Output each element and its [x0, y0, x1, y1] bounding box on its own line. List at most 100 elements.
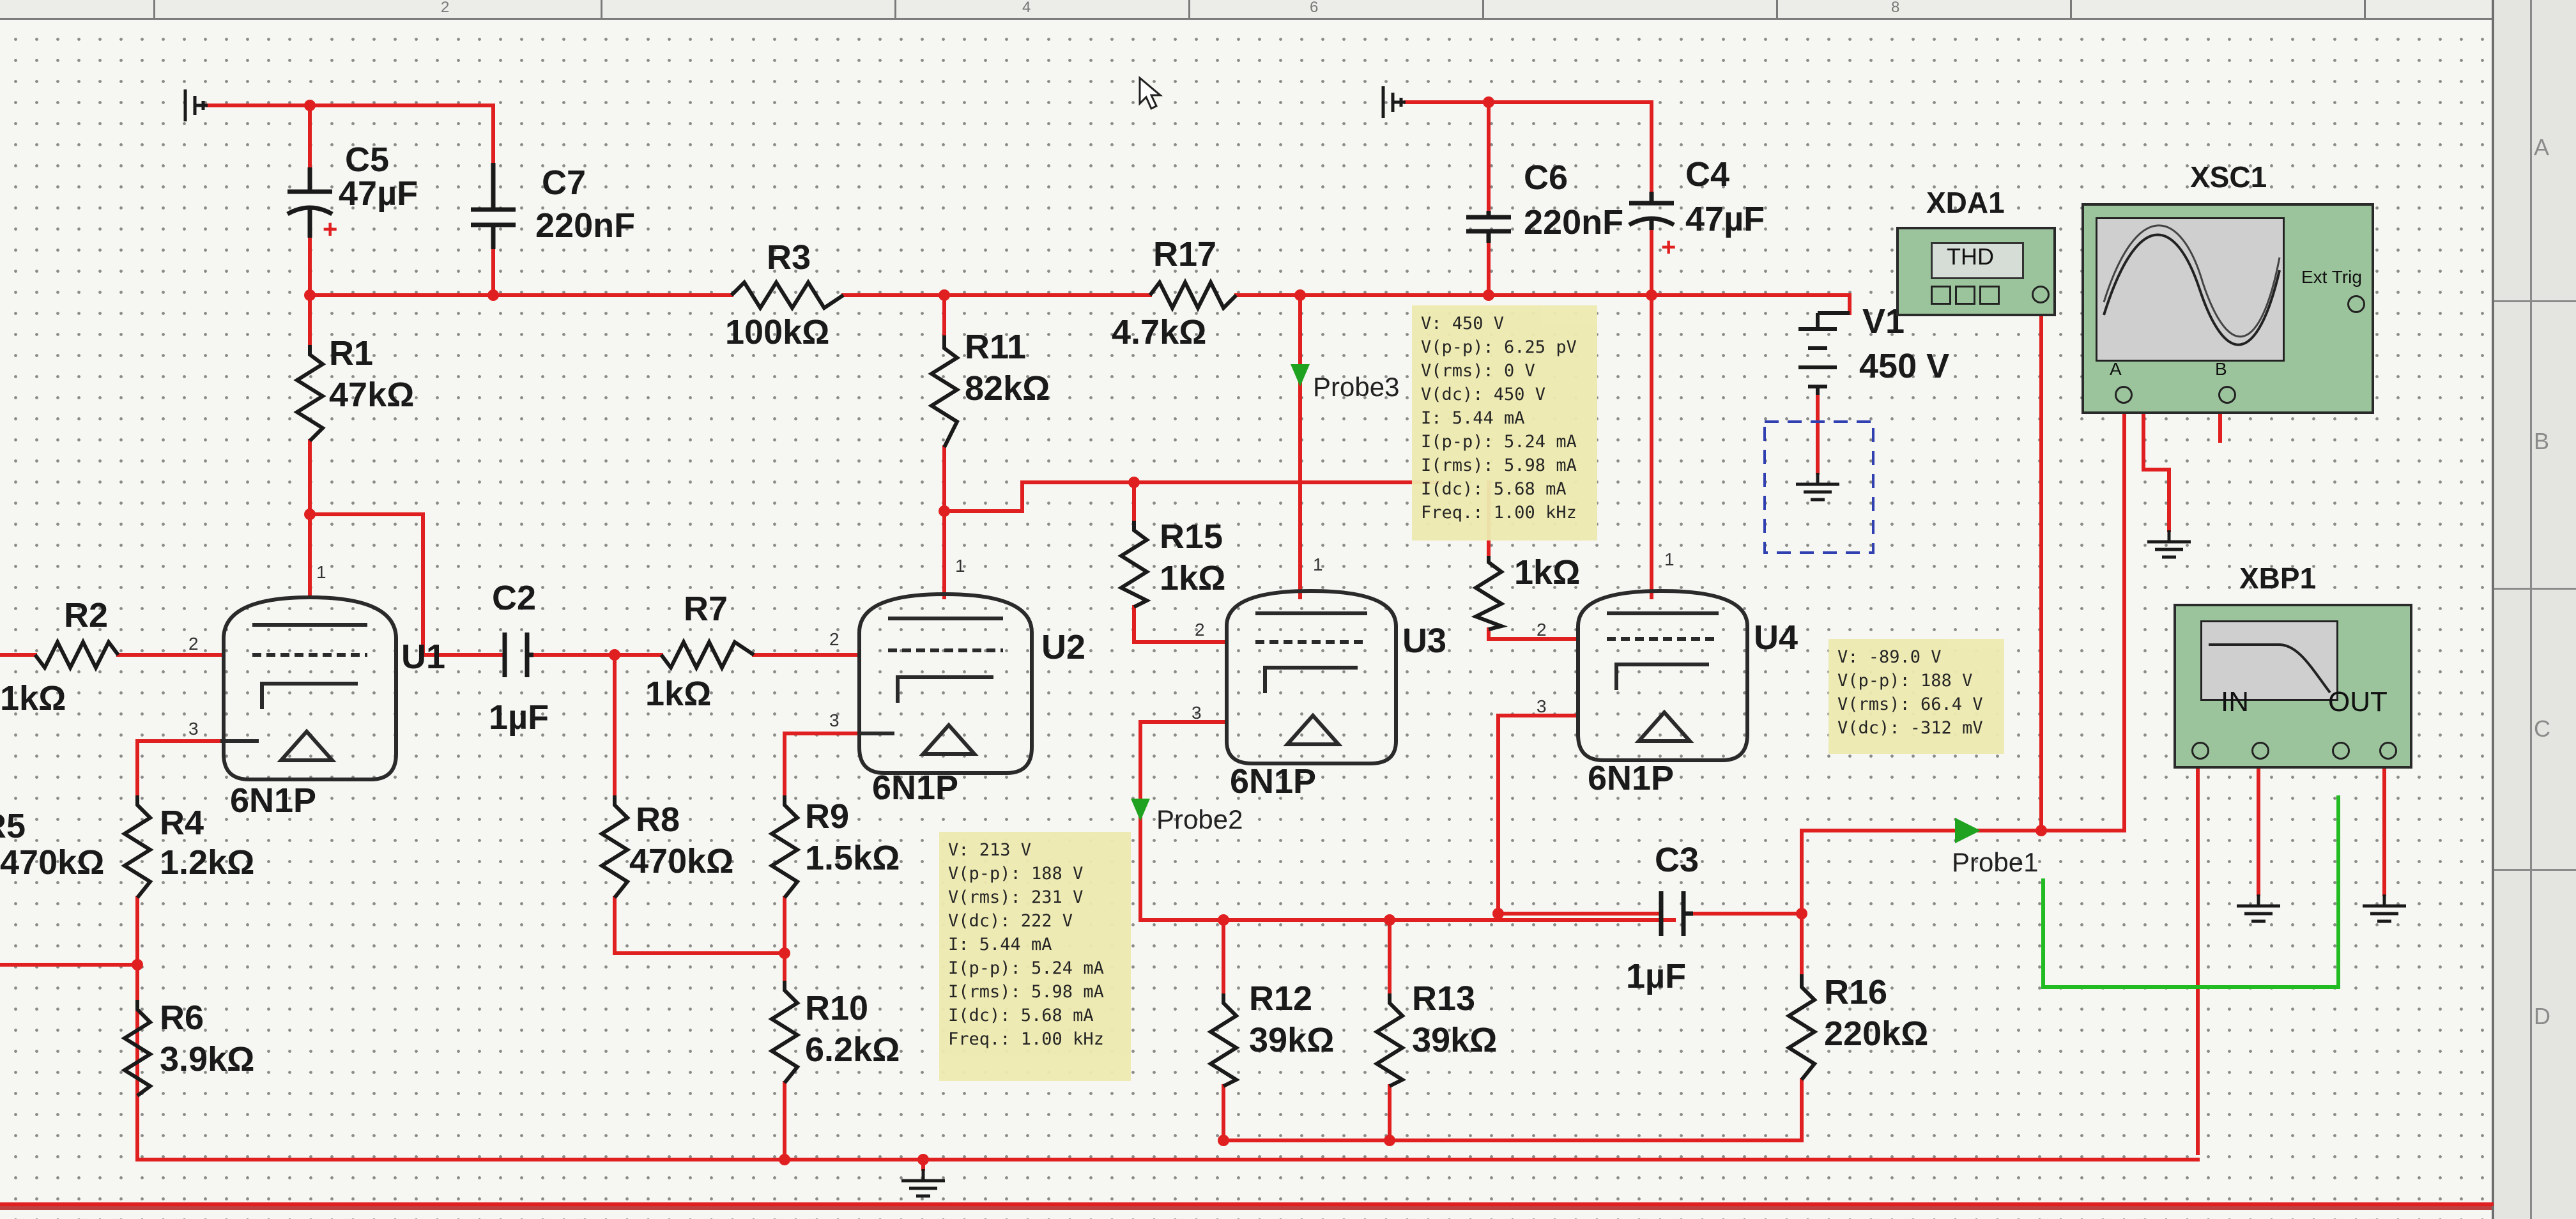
r3-ref: R3 [767, 238, 811, 277]
c5-value: 47µF [339, 174, 418, 213]
ground-xbp1-in [2237, 894, 2280, 921]
probe2-marker [1131, 799, 1150, 821]
r15-value: 1kΩ [1160, 559, 1226, 597]
r9-value: 1.5kΩ [805, 839, 900, 877]
r9-symbol [768, 795, 801, 899]
u3-type: 6N1P [1230, 762, 1317, 801]
ground-xbp1-out [2363, 894, 2406, 921]
row-letter: D [2534, 1003, 2550, 1029]
xsc1-waveform [2103, 224, 2281, 346]
v1-battery-symbol [1798, 311, 1850, 395]
c4-value: 47µF [1685, 200, 1765, 238]
u1-tube [220, 595, 398, 781]
xsc1-oscilloscope[interactable]: Ext Trig A B [2082, 203, 2374, 414]
r5-ref: R5 [0, 808, 26, 844]
xda1-key[interactable] [1979, 286, 2000, 305]
readout-line: Freq.: 1.00 kHz [1421, 503, 1577, 523]
xda1-key[interactable] [1931, 286, 1951, 305]
probe3-readout: V: 450 V V(p-p): 6.25 pV V(rms): 0 V V(d… [1412, 305, 1597, 540]
xda1-distortion-analyzer[interactable]: THD [1896, 227, 2056, 316]
probe2-label[interactable]: Probe2 [1156, 804, 1243, 834]
r12-value: 39kΩ [1249, 1021, 1335, 1059]
probe3-label[interactable]: Probe3 [1313, 372, 1400, 402]
ground-v1 [1796, 473, 1839, 500]
r4-symbol [121, 795, 154, 899]
ground-top-left [183, 89, 208, 121]
ground-xsc1 [2147, 530, 2191, 557]
xbp1-in-minus-terminal[interactable] [2251, 742, 2269, 760]
r12-ref: R12 [1249, 979, 1313, 1018]
resistors [33, 278, 1818, 1098]
r15-ref: R15 [1160, 518, 1223, 556]
junctions [132, 96, 2047, 1165]
xbp1-bode-plotter[interactable]: IN OUT [2174, 604, 2412, 769]
readout-line: V(rms): 231 V [948, 887, 1084, 907]
probe2-readout: V: 213 V V(p-p): 188 V V(rms): 231 V V(d… [939, 832, 1131, 1081]
r4-value: 1.2kΩ [160, 843, 255, 882]
r2-value: 1kΩ [0, 679, 66, 717]
c3-value: 1µF [1626, 957, 1687, 995]
xbp1-out-plus-terminal[interactable] [2332, 742, 2350, 760]
pin-number: 1 [1664, 549, 1675, 569]
xbp1-in-label: IN [2221, 686, 2249, 717]
r3-value: 100kΩ [725, 313, 830, 351]
r16-symbol [1785, 974, 1818, 1081]
xda1-key[interactable] [1955, 286, 1975, 305]
r11-value: 82kΩ [965, 369, 1050, 408]
readout-line: V(p-p): 6.25 pV [1421, 337, 1577, 357]
readout-line: V: 450 V [1421, 314, 1505, 334]
top-ruler: 2 4 6 8 [0, 0, 2492, 20]
xsc1-channel-b-terminal[interactable] [2218, 386, 2236, 404]
pin-number: 3 [188, 719, 199, 739]
c6-ref: C6 [1524, 158, 1568, 197]
xbp1-out-label: OUT [2328, 686, 2388, 717]
ground-top-mid [1381, 86, 1406, 118]
r11-symbol [928, 335, 961, 448]
sheet-border [0, 1206, 2492, 1210]
u2-type: 6N1P [872, 769, 959, 807]
r5-value: 470kΩ [0, 843, 105, 882]
u4-ref: U4 [1754, 618, 1798, 657]
r17-value: 4.7kΩ [1112, 313, 1207, 351]
xsc1-channel-a-label: A [2110, 359, 2122, 379]
r6-symbol [121, 1000, 154, 1098]
r4-ref: R4 [160, 804, 204, 842]
r7-value: 1kΩ [645, 675, 712, 713]
pin-number: 1 [955, 556, 965, 576]
u1-ref: U1 [401, 638, 446, 676]
xsc1-ext-trig-terminal[interactable] [2347, 295, 2365, 313]
probe1-label[interactable]: Probe1 [1952, 847, 2039, 877]
xbp1-in-plus-terminal[interactable] [2191, 742, 2209, 760]
r6-value: 3.9kΩ [160, 1040, 255, 1078]
r1-value: 47kΩ [329, 376, 415, 414]
xbp1-curve [2209, 643, 2331, 694]
c3-ref: C3 [1655, 841, 1699, 879]
xda1-input-terminal[interactable] [2032, 286, 2050, 303]
c2-ref: C2 [492, 579, 537, 617]
readout-line: I(rms): 5.98 mA [1421, 456, 1577, 475]
r2-ref: R2 [64, 596, 109, 634]
readout-line: V(dc): -312 mV [1837, 718, 1983, 738]
readout-line: V(p-p): 188 V [948, 864, 1084, 884]
r8-value: 470kΩ [629, 842, 734, 880]
xsc1-screen [2096, 217, 2285, 362]
u1-type: 6N1P [230, 781, 317, 820]
pin-number: 2 [829, 629, 839, 649]
right-ruler: A B C D [2492, 0, 2576, 1219]
ruler-number: 6 [1310, 0, 1319, 16]
r10-value: 6.2kΩ [805, 1031, 900, 1069]
xda1-thd-label: THD [1947, 243, 1994, 270]
readout-line: I(dc): 5.68 mA [948, 1006, 1094, 1025]
probe3-marker [1291, 364, 1310, 387]
u3-ref: U3 [1402, 622, 1447, 660]
c7-value: 220nF [535, 206, 636, 245]
readout-line: V: 213 V [948, 840, 1032, 860]
xsc1-ref: XSC1 [2190, 160, 2267, 194]
ground-bottom [901, 1169, 945, 1196]
readout-line: V(p-p): 188 V [1837, 671, 1973, 691]
readout-line: V(dc): 450 V [1421, 385, 1546, 404]
r1-symbol [293, 345, 326, 443]
r18-symbol [1471, 556, 1508, 631]
xsc1-channel-a-terminal[interactable] [2115, 386, 2133, 404]
xbp1-out-minus-terminal[interactable] [2379, 742, 2397, 760]
